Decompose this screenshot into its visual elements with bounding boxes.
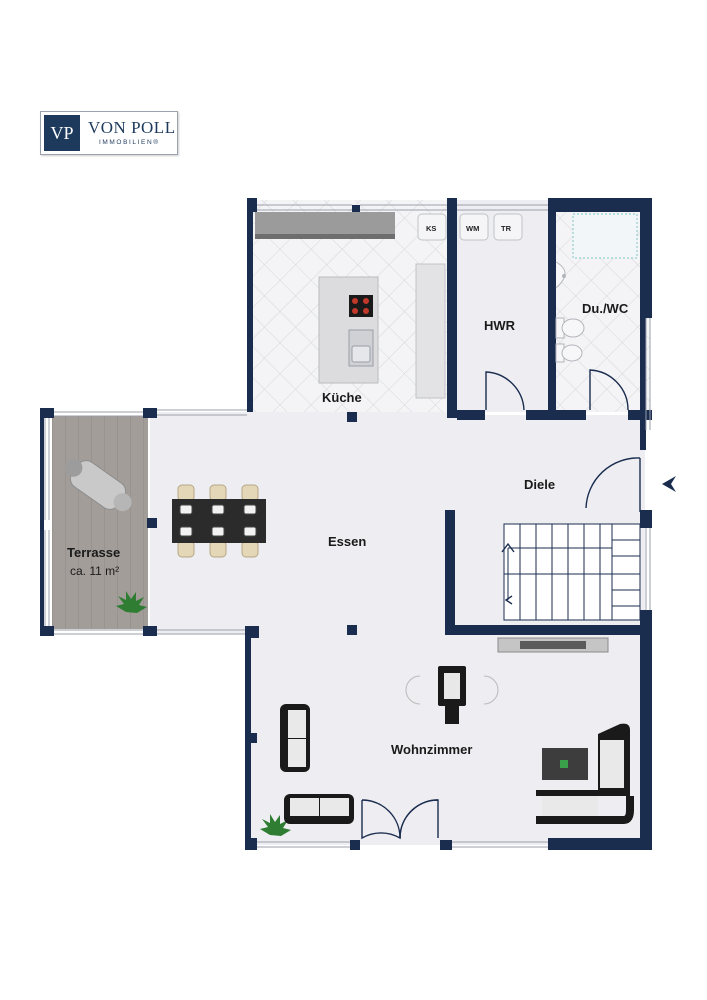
staircase bbox=[501, 523, 641, 621]
door-hwr bbox=[485, 371, 525, 411]
label-essen: Essen bbox=[328, 534, 366, 549]
fridge-label: KS bbox=[426, 224, 436, 233]
kitchen-counter bbox=[415, 263, 446, 399]
brand-logo: VP VON POLL IMMOBILIEN® bbox=[40, 111, 178, 155]
sink-icon bbox=[348, 329, 374, 367]
coffee-table bbox=[542, 748, 588, 780]
fridge-ks bbox=[417, 213, 447, 241]
plant-icon bbox=[116, 591, 291, 836]
brand-mark: VP bbox=[44, 115, 80, 151]
brand-subtitle: IMMOBILIEN® bbox=[99, 139, 160, 146]
bidet bbox=[555, 343, 583, 363]
dryer-label: TR bbox=[501, 224, 512, 233]
armchair bbox=[405, 666, 499, 724]
label-duwc: Du./WC bbox=[582, 301, 629, 316]
sofa-left bbox=[280, 704, 310, 772]
toilet-icon bbox=[555, 317, 585, 339]
dining-set bbox=[172, 484, 266, 558]
entrance-arrow-icon bbox=[662, 476, 676, 492]
bathroom-fixtures bbox=[555, 213, 638, 363]
walls bbox=[40, 198, 652, 850]
doors bbox=[361, 369, 641, 840]
wash-basin bbox=[555, 261, 566, 289]
washer-label: WM bbox=[466, 224, 479, 233]
range-hood bbox=[255, 212, 395, 238]
label-terrasse: Terrasse bbox=[67, 545, 120, 560]
room-labels: Küche HWR Du./WC Diele Essen Wohnzimmer … bbox=[67, 301, 629, 757]
kitchen-furniture: KS bbox=[255, 212, 447, 399]
tv-unit bbox=[497, 637, 609, 653]
sofa-bottom bbox=[284, 794, 354, 824]
shower-icon bbox=[572, 213, 638, 259]
stove-icon bbox=[349, 295, 373, 317]
label-wohnzimmer: Wohnzimmer bbox=[391, 742, 472, 757]
brand-name: VON POLL bbox=[88, 118, 176, 137]
lounge-chair bbox=[64, 458, 132, 512]
dryer-tr bbox=[493, 213, 523, 241]
floor-terrasse bbox=[52, 416, 148, 629]
washer-wm bbox=[459, 213, 489, 241]
door-entrance bbox=[585, 457, 641, 512]
hwr-appliances: WM TR bbox=[459, 213, 523, 241]
columns bbox=[349, 625, 357, 633]
door-duwc bbox=[589, 369, 629, 411]
label-diele: Diele bbox=[524, 477, 555, 492]
label-kueche: Küche bbox=[322, 390, 362, 405]
windows bbox=[44, 204, 651, 848]
corner-sofa bbox=[536, 723, 634, 824]
label-terrasse-area: ca. 11 m² bbox=[70, 564, 119, 578]
label-hwr: HWR bbox=[484, 318, 516, 333]
